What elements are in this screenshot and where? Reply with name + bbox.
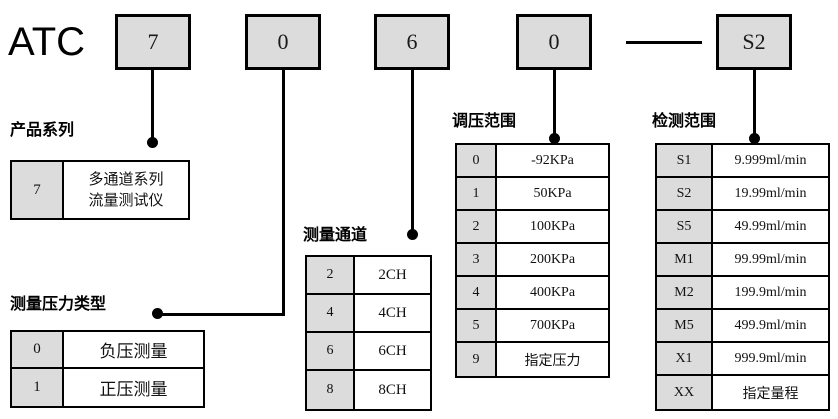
table-row: M1 99.99ml/min: [657, 244, 828, 277]
caption-series: 产品系列: [10, 120, 75, 139]
table-row: S2 19.99ml/min: [657, 178, 828, 211]
connector-dot-detection-range: [749, 133, 760, 144]
table-row: X1 999.9ml/min: [657, 343, 828, 376]
cell-code: XX: [657, 376, 713, 409]
code-box-channel[interactable]: 6: [374, 14, 450, 70]
cell-desc: 999.9ml/min: [734, 350, 807, 366]
table-row: 6 6CH: [307, 333, 430, 371]
table-row: 2 100KPa: [457, 211, 608, 244]
cell-desc: 50KPa: [533, 185, 572, 201]
table-row: S5 49.99ml/min: [657, 211, 828, 244]
table-row: 8 8CH: [307, 371, 430, 409]
cell-desc: 100KPa: [529, 218, 576, 234]
caption-regulation-range: 调压范围: [452, 111, 517, 130]
cell-code: S5: [657, 211, 713, 242]
cell-desc: 2CH: [378, 266, 407, 283]
cell-code: M1: [657, 244, 713, 275]
table-row: 0 -92KPa: [457, 145, 608, 178]
cell-desc: 200KPa: [529, 251, 576, 267]
table-row: 1 50KPa: [457, 178, 608, 211]
cell-code: 3: [457, 244, 497, 275]
cell-desc-line1: 多通道系列: [88, 170, 164, 188]
connector-dot-pressure-type: [152, 308, 163, 319]
table-row: XX 指定量程: [657, 376, 828, 409]
cell-desc: 多通道系列 流量测试仪: [64, 162, 188, 218]
code-box-series[interactable]: 7: [115, 14, 191, 70]
table-row: 2 2CH: [307, 257, 430, 295]
connector-line-channel: [411, 70, 414, 235]
code-box-pressure-type[interactable]: 0: [245, 14, 321, 70]
table-row: 5 700KPa: [457, 310, 608, 343]
cell-code: S2: [657, 178, 713, 209]
cell-code: 0: [12, 332, 64, 367]
caption-pressure-type: 测量压力类型: [10, 294, 107, 313]
cell-code: M5: [657, 310, 713, 341]
cell-desc: 99.99ml/min: [734, 251, 807, 267]
cell-desc: 6CH: [378, 342, 407, 359]
cell-code: 5: [457, 310, 497, 341]
cell-desc: 指定量程: [742, 385, 799, 402]
cell-code: 4: [307, 295, 355, 331]
code-box-regulation-range[interactable]: 0: [516, 14, 592, 70]
table-regulation-range: 0 -92KPa 1 50KPa 2 100KPa 3 200KPa 4 400…: [455, 143, 610, 378]
cell-code: 9: [457, 343, 497, 376]
table-row: 9 指定压力: [457, 343, 608, 376]
connector-dot-channel: [407, 229, 418, 240]
table-row: M5 499.9ml/min: [657, 310, 828, 343]
connector-dot-regulation-range: [549, 133, 560, 144]
cell-code: S1: [657, 145, 713, 176]
caption-channel: 测量通道: [303, 225, 368, 244]
cell-desc: 8CH: [378, 381, 407, 398]
cell-code: 4: [457, 277, 497, 308]
caption-detection-range: 检测范围: [652, 111, 717, 130]
cell-desc: 9.999ml/min: [734, 152, 807, 168]
separator-dash: [626, 41, 702, 44]
table-series: 7 多通道系列 流量测试仪: [10, 160, 190, 220]
table-row: S1 9.999ml/min: [657, 145, 828, 178]
connector-line-pressure-type-horizontal: [157, 313, 285, 316]
connector-line-pressure-type-vertical: [282, 70, 285, 316]
table-row: 3 200KPa: [457, 244, 608, 277]
table-row: 0 负压测量: [12, 332, 203, 369]
cell-desc: -92KPa: [531, 152, 574, 168]
cell-code: 2: [457, 211, 497, 242]
cell-desc: 指定压力: [524, 352, 581, 369]
cell-code: 1: [12, 369, 64, 406]
table-row: 1 正压测量: [12, 369, 203, 406]
cell-code: 0: [457, 145, 497, 176]
cell-desc: 499.9ml/min: [734, 317, 807, 333]
cell-desc: 19.99ml/min: [734, 185, 807, 201]
table-row: 4 400KPa: [457, 277, 608, 310]
cell-desc: 4CH: [378, 304, 407, 321]
connector-line-detection-range: [753, 70, 756, 138]
table-row: 7 多通道系列 流量测试仪: [12, 162, 188, 218]
cell-code: M2: [657, 277, 713, 308]
code-box-detection-range[interactable]: S2: [716, 14, 792, 70]
connector-line-regulation-range: [553, 70, 556, 138]
cell-desc: 400KPa: [529, 284, 576, 300]
connector-dot-series: [147, 137, 158, 148]
cell-code: 1: [457, 178, 497, 209]
cell-code: 2: [307, 257, 355, 293]
connector-line-series: [151, 70, 154, 142]
table-detection-range: S1 9.999ml/min S2 19.99ml/min S5 49.99ml…: [655, 143, 830, 411]
table-channel: 2 2CH 4 4CH 6 6CH 8 8CH: [305, 255, 432, 411]
table-row: M2 199.9ml/min: [657, 277, 828, 310]
cell-desc: 700KPa: [529, 317, 576, 333]
table-pressure-type: 0 负压测量 1 正压测量: [10, 330, 205, 408]
brand-label: ATC: [8, 20, 86, 64]
cell-code: X1: [657, 343, 713, 374]
cell-desc: 199.9ml/min: [734, 284, 807, 300]
cell-desc: 49.99ml/min: [734, 218, 807, 234]
cell-code: 7: [12, 162, 64, 218]
table-row: 4 4CH: [307, 295, 430, 333]
cell-desc: 正压测量: [99, 380, 168, 400]
cell-code: 6: [307, 333, 355, 369]
cell-desc-line2: 流量测试仪: [88, 191, 164, 209]
cell-code: 8: [307, 371, 355, 409]
cell-desc: 负压测量: [99, 342, 168, 362]
